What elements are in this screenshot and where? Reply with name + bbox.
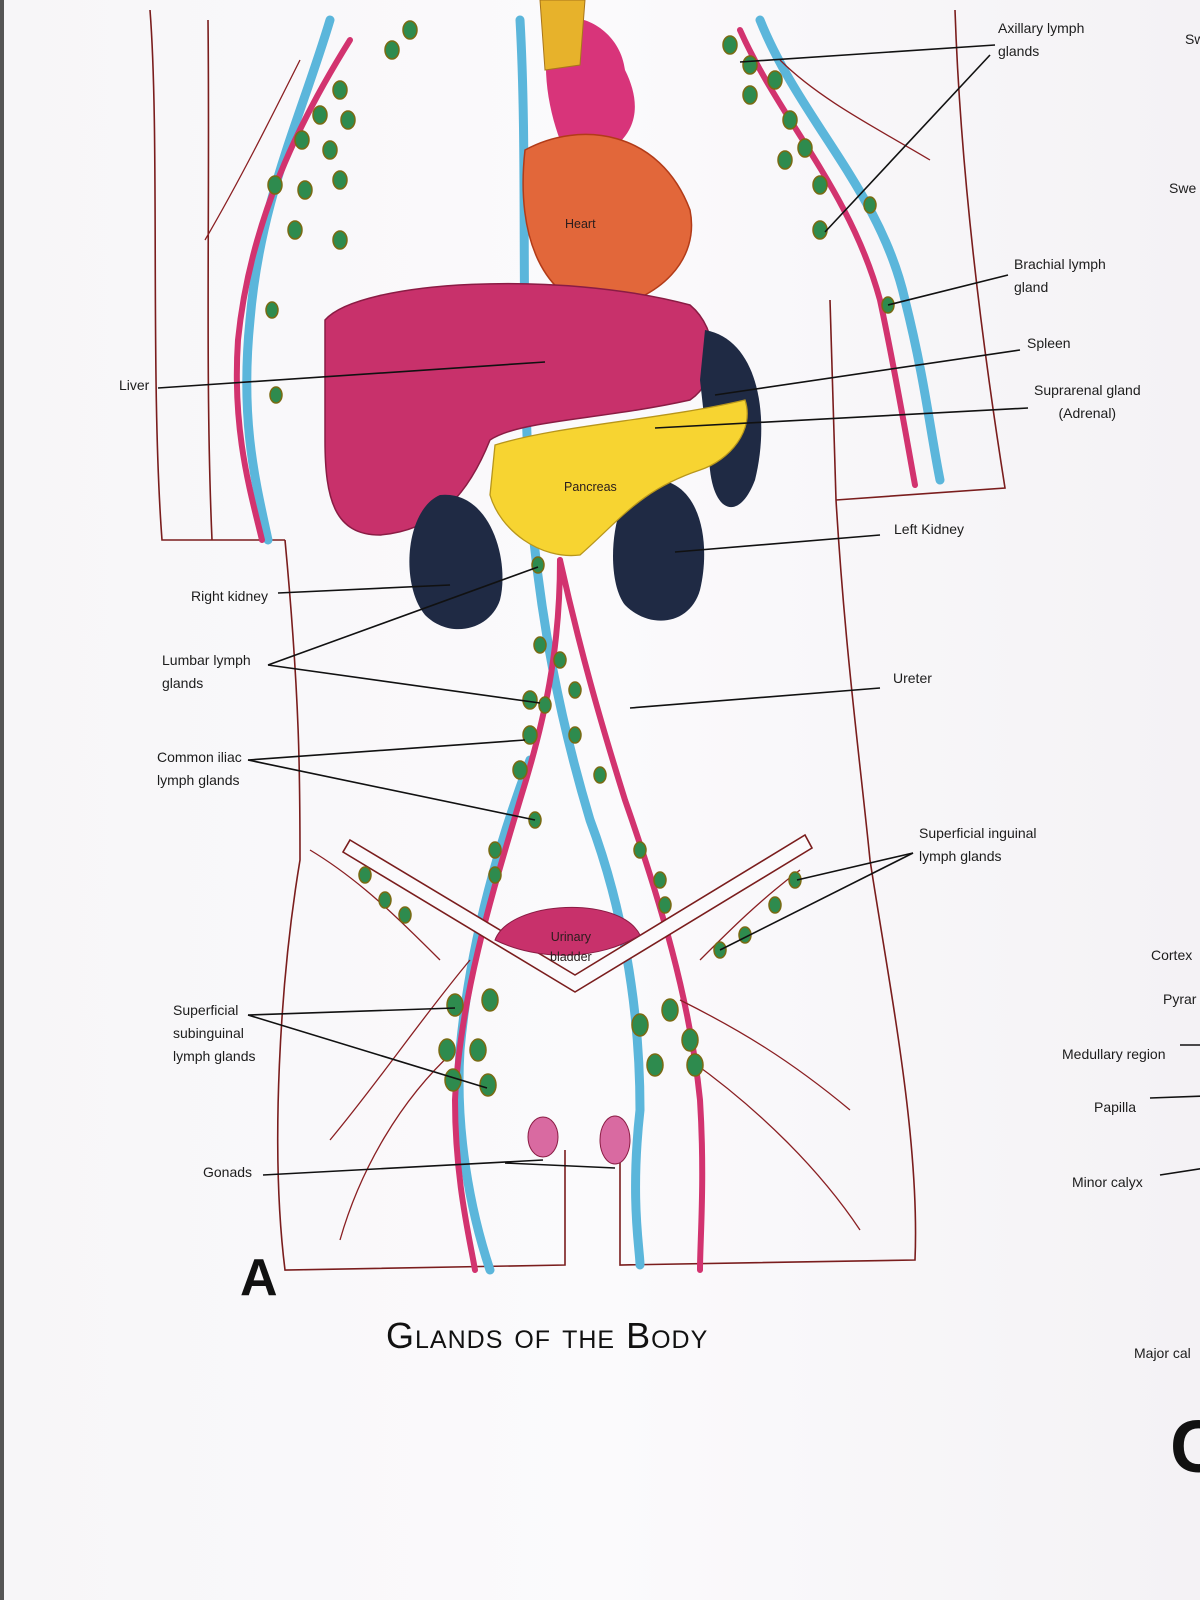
- cut-label-major-calyx: Major cal: [1134, 1345, 1191, 1361]
- pancreas-caption: Pancreas: [564, 480, 617, 494]
- label-ureter: Ureter: [893, 670, 932, 686]
- heart-caption: Heart: [565, 217, 596, 231]
- gonad-left: [527, 1116, 559, 1158]
- label-left-kidney: Left Kidney: [894, 521, 965, 537]
- label-liver: Liver: [119, 377, 150, 393]
- poster-title: Glands of the Body: [386, 1315, 709, 1356]
- pancreas: [489, 399, 748, 557]
- leader-lines: [157, 44, 1200, 1176]
- cut-label-swe: Swe: [1169, 180, 1197, 196]
- left-kidney-shape: [613, 479, 705, 621]
- cut-label-sw: Sw: [1185, 31, 1200, 47]
- label-gonads: Gonads: [203, 1164, 253, 1180]
- heart: [522, 0, 693, 311]
- next-panel-letter: C: [1170, 1405, 1200, 1488]
- cut-label-cortex: Cortex: [1151, 947, 1193, 963]
- gonad-right: [599, 1115, 631, 1165]
- nerve-branches: [204, 59, 931, 1241]
- pelvic-band: [341, 833, 814, 993]
- veins: [242, 15, 945, 1275]
- bladder-caption: Urinary bladder: [550, 930, 592, 964]
- label-right-kidney: Right kidney: [191, 588, 269, 604]
- cut-label-minor-calyx: Minor calyx: [1072, 1174, 1143, 1190]
- cut-label-pyramid: Pyrar: [1163, 991, 1197, 1007]
- label-suprarenal-gland: Suprarenal gland (Adrenal): [1034, 382, 1141, 421]
- label-superficial-subinguinal-lymph-glands: Superficial subinguinal lymph glands: [173, 1002, 256, 1064]
- label-lumbar-lymph-glands: Lumbar lymph glands: [162, 652, 251, 691]
- cut-label-medullary-region: Medullary region: [1062, 1046, 1166, 1062]
- urinary-bladder: [494, 906, 641, 956]
- label-brachial-lymph-gland: Brachial lymph gland: [1014, 256, 1106, 295]
- panel-letter: A: [240, 1249, 278, 1307]
- cut-label-papilla: Papilla: [1094, 1099, 1137, 1115]
- right-kidney-shape: [409, 494, 503, 630]
- label-superficial-inguinal-lymph-glands: Superficial inguinal lymph glands: [919, 825, 1037, 864]
- lymph-glands: [265, 20, 895, 1097]
- body-outline: [149, 9, 1006, 1271]
- poster-edge: [0, 0, 4, 1600]
- label-spleen: Spleen: [1027, 335, 1071, 351]
- liver: [324, 282, 714, 536]
- label-axillary-lymph-glands: Axillary lymph glands: [998, 20, 1085, 59]
- label-common-iliac-lymph-glands: Common iliac lymph glands: [157, 749, 242, 788]
